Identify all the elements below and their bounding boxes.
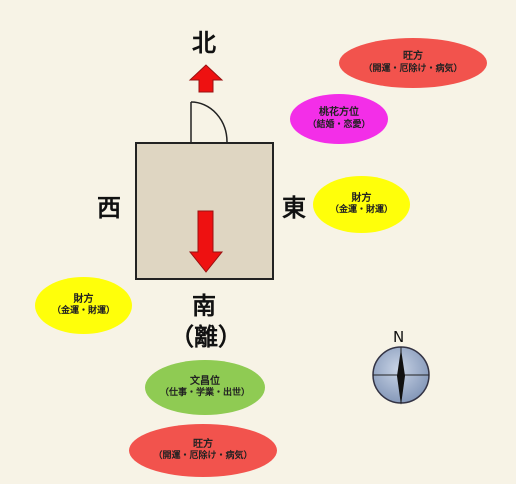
zone-title: 旺方	[193, 438, 213, 450]
east-label: 東	[282, 194, 306, 222]
south-trigram-label: （離）	[170, 323, 242, 351]
zone-subtitle: （金運・財運）	[51, 306, 115, 317]
house-plan	[135, 142, 274, 280]
zone-title: 文昌位	[190, 375, 220, 387]
zone-subtitle: （仕事・学業・出世）	[159, 388, 250, 399]
zone-title: 財方	[73, 293, 94, 305]
zone-subtitle: （開運・厄除け・病気）	[153, 451, 253, 462]
zone-title: 財方	[351, 192, 372, 204]
compass-north-label: N	[393, 328, 405, 346]
zone-subtitle: （開運・厄除け・病気）	[363, 63, 463, 74]
north-label: 北	[192, 29, 216, 57]
zone-peach: 桃花方位 （結婚・恋愛）	[290, 94, 388, 144]
zone-wealth-west: 財方 （金運・財運）	[35, 277, 132, 334]
zone-wenchang: 文昌位 （仕事・学業・出世）	[145, 360, 265, 415]
zone-title: 桃花方位	[319, 107, 359, 119]
west-label: 西	[97, 194, 121, 222]
zone-wealth-east: 財方 （金運・財運）	[313, 176, 410, 233]
zone-wang-top: 旺方 （開運・厄除け・病気）	[339, 38, 487, 88]
zone-wang-bottom: 旺方 （開運・厄除け・病気）	[129, 424, 277, 477]
zone-subtitle: （金運・財運）	[329, 205, 393, 216]
zone-title: 旺方	[403, 51, 423, 63]
south-label: 南	[192, 292, 216, 320]
zone-subtitle: （結婚・恋愛）	[307, 119, 371, 130]
